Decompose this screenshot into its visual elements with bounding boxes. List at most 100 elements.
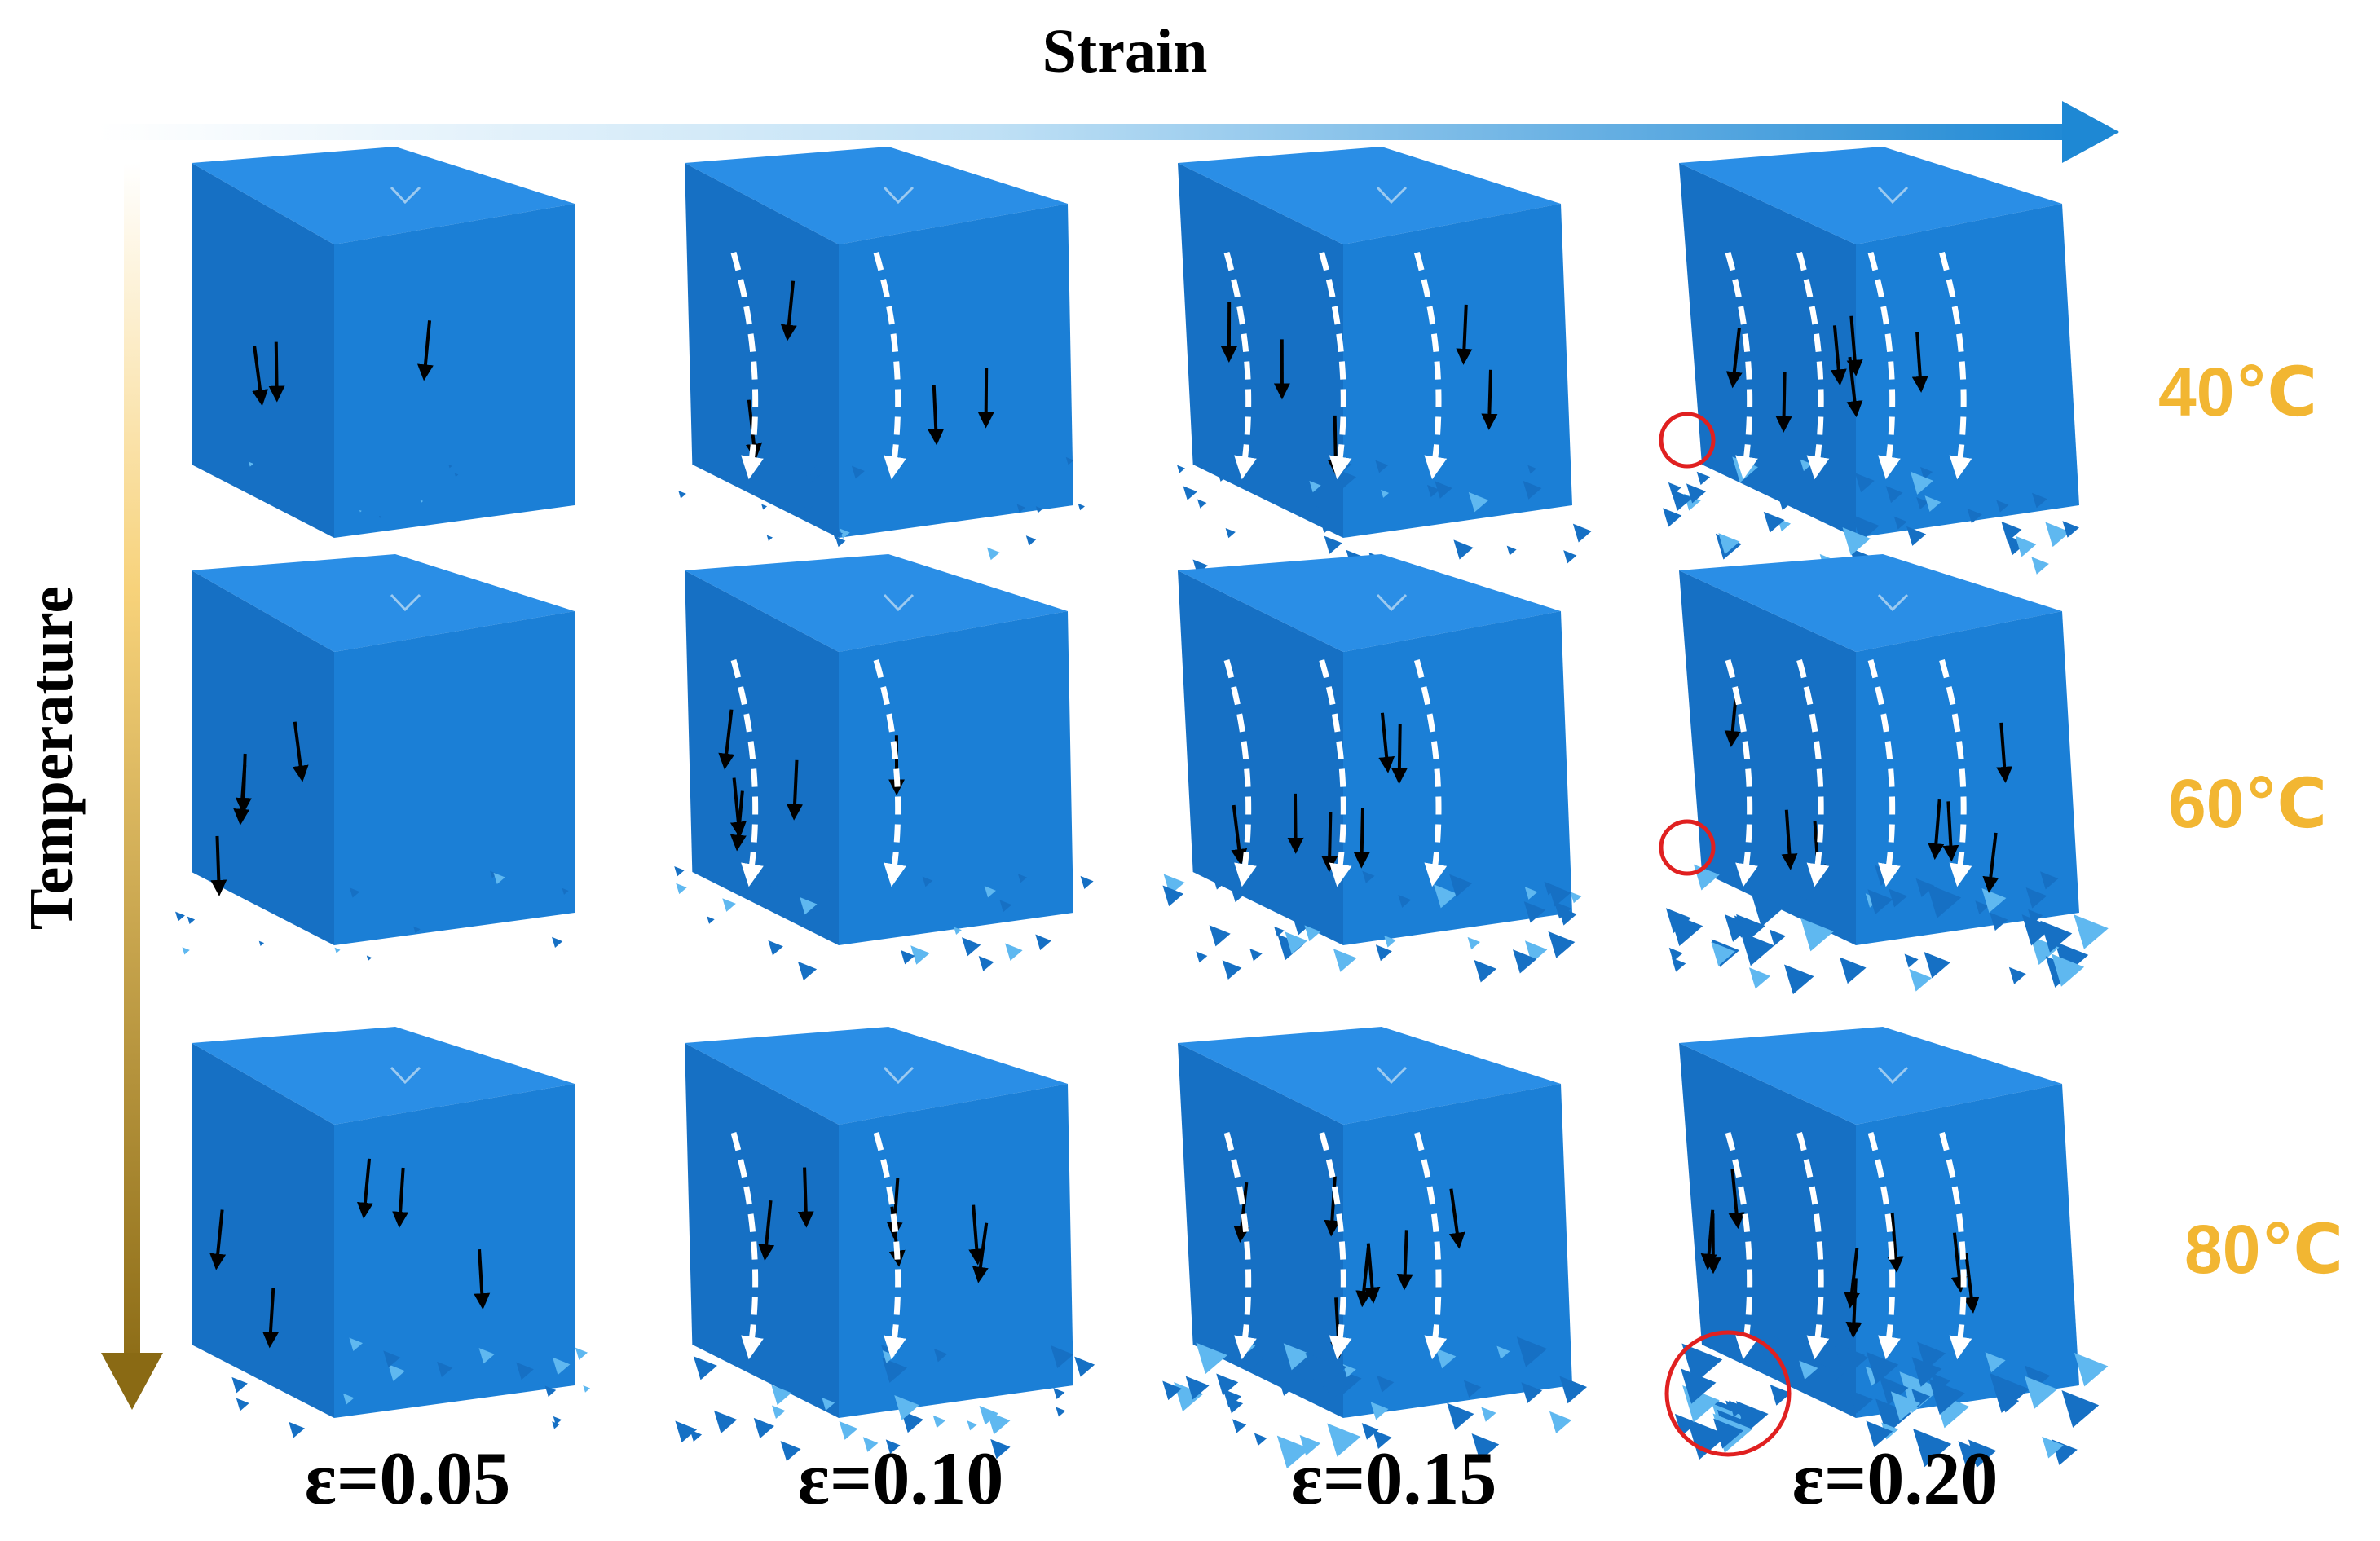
debris-fragment bbox=[1523, 901, 1546, 923]
debris-fragment bbox=[1299, 1434, 1321, 1456]
defect-arrow bbox=[392, 1167, 409, 1228]
debris-fragment bbox=[1174, 1382, 1204, 1412]
debris-fragment bbox=[840, 528, 850, 539]
cube-r3-c3 bbox=[1162, 1027, 1588, 1469]
cube-r1-c1 bbox=[192, 147, 575, 538]
debris-fragment bbox=[1915, 878, 1935, 898]
cube-front-face bbox=[334, 611, 575, 945]
cube-r1-c2 bbox=[678, 147, 1085, 561]
debris-fragment bbox=[2040, 871, 2059, 890]
strain-axis-title: Strain bbox=[1042, 17, 1208, 86]
debris-fragment bbox=[986, 547, 1000, 561]
debris-fragment bbox=[1890, 1391, 1921, 1421]
debris-fragment bbox=[1910, 471, 1933, 495]
defect-arrow bbox=[1982, 832, 1999, 893]
debris-fragment bbox=[1906, 526, 1927, 546]
debris-fragment bbox=[1799, 1360, 1818, 1380]
cube-top-face bbox=[1178, 554, 1561, 652]
highlight-circle bbox=[1659, 819, 1716, 876]
debris-fragment bbox=[676, 883, 687, 895]
defect-arrow bbox=[1726, 328, 1743, 389]
temperature-axis-arrowhead bbox=[101, 1353, 163, 1410]
debris-fragment bbox=[1663, 508, 1682, 527]
debris-fragment bbox=[1751, 892, 1786, 927]
debris-fragment bbox=[1911, 1357, 1942, 1387]
cube-top-face bbox=[685, 1027, 1068, 1125]
debris-fragment bbox=[1384, 935, 1396, 948]
debris-fragment bbox=[1447, 1402, 1474, 1430]
defect-arrow bbox=[210, 835, 227, 896]
defect-arrow bbox=[1456, 304, 1473, 365]
debris-fragment bbox=[1563, 550, 1577, 564]
cube-grid bbox=[175, 147, 2109, 1471]
cube-top-face bbox=[685, 554, 1068, 652]
debris-fragment bbox=[2061, 1390, 2100, 1428]
defect-arrow bbox=[1324, 1176, 1341, 1237]
defect-arrow bbox=[1448, 1188, 1465, 1249]
defect-arrow bbox=[780, 280, 797, 341]
debris-fragment bbox=[1763, 511, 1785, 533]
debris-fragment bbox=[478, 1348, 495, 1364]
cube-left-face bbox=[1178, 163, 1343, 538]
debris-fragment bbox=[1276, 1435, 1311, 1469]
debris-fragment bbox=[1854, 473, 1875, 493]
debris-fragment bbox=[1078, 503, 1085, 511]
debris-fragment bbox=[1889, 888, 1908, 908]
debris-fragment bbox=[575, 1347, 588, 1360]
debris-fragment bbox=[1668, 947, 1683, 962]
debris-fragment bbox=[1449, 874, 1473, 897]
defect-arrow bbox=[1942, 801, 1959, 862]
defect-arrow bbox=[252, 346, 269, 407]
debris-fragment bbox=[1183, 486, 1197, 500]
debris-fragment bbox=[1686, 483, 1707, 504]
debris-fragment bbox=[1274, 926, 1285, 937]
debris-fragment bbox=[1333, 949, 1357, 972]
defect-arrow bbox=[416, 320, 434, 381]
debris-fragment bbox=[583, 1385, 591, 1393]
defect-arrow bbox=[718, 709, 735, 770]
debris-fragment bbox=[999, 900, 1012, 913]
shear-band-path bbox=[1413, 252, 1448, 480]
defect-arrow bbox=[1287, 793, 1304, 854]
debris-fragment bbox=[1521, 1382, 1543, 1403]
debris-fragment bbox=[1913, 1429, 1952, 1468]
debris-fragment bbox=[1711, 941, 1735, 966]
debris-fragment bbox=[1917, 1341, 1946, 1371]
debris-fragment bbox=[1222, 960, 1242, 980]
top-chevron-mark bbox=[1376, 593, 1408, 612]
debris-fragment bbox=[967, 1420, 977, 1431]
debris-fragment bbox=[885, 1439, 901, 1455]
debris-fragment bbox=[1993, 1375, 2022, 1404]
debris-fragment bbox=[1065, 456, 1074, 465]
debris-fragment bbox=[1468, 491, 1489, 513]
shear-band-path bbox=[873, 659, 906, 887]
shear-band-path bbox=[730, 659, 764, 887]
debris-fragment bbox=[420, 500, 424, 503]
debris-fragment bbox=[544, 1385, 557, 1397]
defect-arrow bbox=[787, 759, 804, 821]
debris-fragment bbox=[979, 1406, 999, 1425]
shear-band-path bbox=[1725, 252, 1758, 480]
debris-fragment bbox=[1216, 1373, 1239, 1396]
debris-fragment bbox=[1323, 1375, 1349, 1401]
debris-fragment bbox=[1795, 894, 1822, 922]
cube-front-face bbox=[1856, 611, 2079, 945]
debris-fragment bbox=[1990, 912, 2008, 931]
debris-fragment bbox=[1958, 1441, 1989, 1471]
defect-arrow bbox=[797, 1167, 814, 1228]
debris-fragment bbox=[2051, 953, 2085, 987]
debris-fragment bbox=[1924, 495, 1941, 512]
debris-fragment bbox=[516, 1362, 534, 1380]
debris-fragment bbox=[1867, 889, 1893, 915]
shear-band-path bbox=[1413, 1132, 1448, 1360]
cube-r1-c3 bbox=[1177, 147, 1592, 575]
strain-axis: Strain bbox=[98, 17, 2119, 163]
debris-fragment bbox=[1996, 500, 2009, 513]
debris-fragment bbox=[2021, 914, 2053, 946]
debris-fragment bbox=[862, 1437, 879, 1452]
cube-front-face bbox=[1856, 204, 2079, 538]
debris-fragment bbox=[553, 1416, 562, 1425]
debris-fragment bbox=[289, 1421, 305, 1438]
cube-front-face bbox=[1343, 204, 1572, 538]
